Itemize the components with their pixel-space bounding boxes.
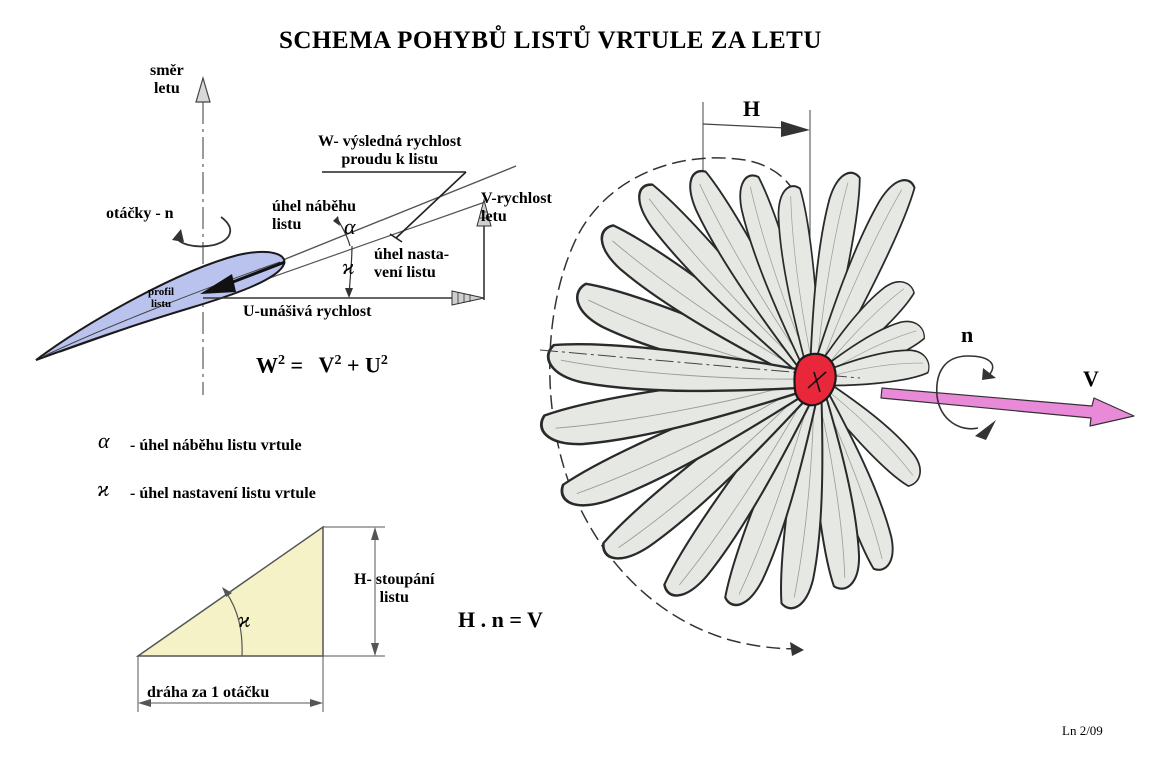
attack-angle-arrowhead bbox=[333, 216, 340, 226]
pitch-dim-arrow-down bbox=[371, 643, 379, 656]
peripheral-speed-label: U-unášivá rychlost bbox=[243, 303, 372, 320]
pitch-triangle-shape bbox=[135, 525, 324, 657]
rpm-label: otáčky - n bbox=[106, 205, 174, 222]
formula-v: V bbox=[318, 352, 335, 378]
u-velocity-arrowhead bbox=[451, 290, 485, 306]
rpm-arrow bbox=[175, 216, 232, 248]
propeller-blades bbox=[537, 164, 932, 613]
propeller-n-label: n bbox=[961, 322, 974, 347]
attack-angle-symbol: α bbox=[344, 214, 356, 239]
flight-speed-label: V-rychlost letu bbox=[481, 190, 552, 225]
propeller-h-label: H bbox=[743, 96, 761, 121]
pitch-triangle bbox=[135, 525, 385, 712]
airfoil-camber bbox=[41, 261, 281, 358]
triangle-angle-arc bbox=[225, 591, 243, 657]
rotation-n-arrowhead-top bbox=[982, 368, 996, 380]
blade-sweep-outline bbox=[549, 157, 804, 650]
velocity-arrow bbox=[880, 387, 1135, 427]
triangle-angle-symbol: ϰ bbox=[238, 607, 251, 632]
setting-angle-arrowhead bbox=[345, 288, 353, 298]
path-dim-arrow-right bbox=[310, 699, 323, 707]
pitch-label: H- stoupání listu bbox=[354, 571, 435, 606]
triangle-angle-arrowhead bbox=[222, 587, 232, 597]
pitch-formula: H . n = V bbox=[458, 607, 543, 632]
legend-alpha-text: - úhel náběhu listu vrtule bbox=[130, 437, 302, 454]
setting-angle-label: úhel nasta- vení listu bbox=[374, 246, 450, 281]
w-label-tick bbox=[389, 233, 403, 243]
propeller-hub bbox=[793, 352, 837, 407]
hub-mark bbox=[807, 371, 827, 393]
path-label: dráha za 1 otáčku bbox=[147, 684, 270, 701]
attack-angle-arc bbox=[337, 219, 351, 247]
formula-plus: + bbox=[346, 352, 360, 378]
blade-motion-arrow bbox=[224, 260, 286, 287]
blade-motion-arrowhead bbox=[200, 274, 236, 294]
flight-direction-label: směr letu bbox=[150, 62, 184, 97]
h-dim-line bbox=[702, 123, 787, 129]
setting-angle-symbol: ϰ bbox=[342, 254, 355, 279]
formula-eq: = bbox=[290, 352, 304, 378]
footer-reference: Ln 2/09 bbox=[1062, 723, 1103, 738]
attack-angle-label: úhel náběhu listu bbox=[272, 198, 357, 233]
rotation-n-arrow bbox=[935, 355, 994, 430]
w-label-leader bbox=[395, 171, 467, 239]
v-velocity-arrowhead bbox=[476, 198, 492, 227]
page-title: SCHEMA POHYBŮ LISTŮ VRTULE ZA LETU bbox=[279, 27, 822, 54]
formula-u-exp: 2 bbox=[380, 353, 388, 368]
rotation-n-arrowhead-bottom bbox=[975, 420, 996, 440]
blade-element-diagram bbox=[35, 75, 517, 395]
path-dim-arrow-left bbox=[138, 699, 151, 707]
formula-w-exp: 2 bbox=[278, 353, 285, 368]
propeller-view bbox=[537, 102, 1135, 656]
formula-u: U bbox=[364, 352, 381, 378]
propeller-v-label: V bbox=[1083, 366, 1099, 391]
formula-v-exp: 2 bbox=[334, 353, 342, 368]
rpm-arrowhead bbox=[172, 229, 184, 242]
velocity-formula: W2 = V2 + U2 bbox=[256, 352, 388, 378]
h-dim-arrowhead bbox=[781, 121, 810, 137]
legend-kappa-text: - úhel nastavení listu vrtule bbox=[130, 485, 316, 502]
pitch-dim-arrow-up bbox=[371, 527, 379, 540]
formula-w: W bbox=[256, 352, 278, 378]
legend-alpha-symbol: α bbox=[98, 428, 110, 453]
sweep-arrowhead bbox=[790, 642, 804, 656]
profile-label: profil listu bbox=[148, 286, 175, 310]
flight-direction-arrow bbox=[195, 75, 211, 103]
legend-kappa-symbol: ϰ bbox=[97, 476, 110, 501]
resultant-velocity-label: W- výsledná rychlost proudu k listu bbox=[318, 133, 462, 168]
